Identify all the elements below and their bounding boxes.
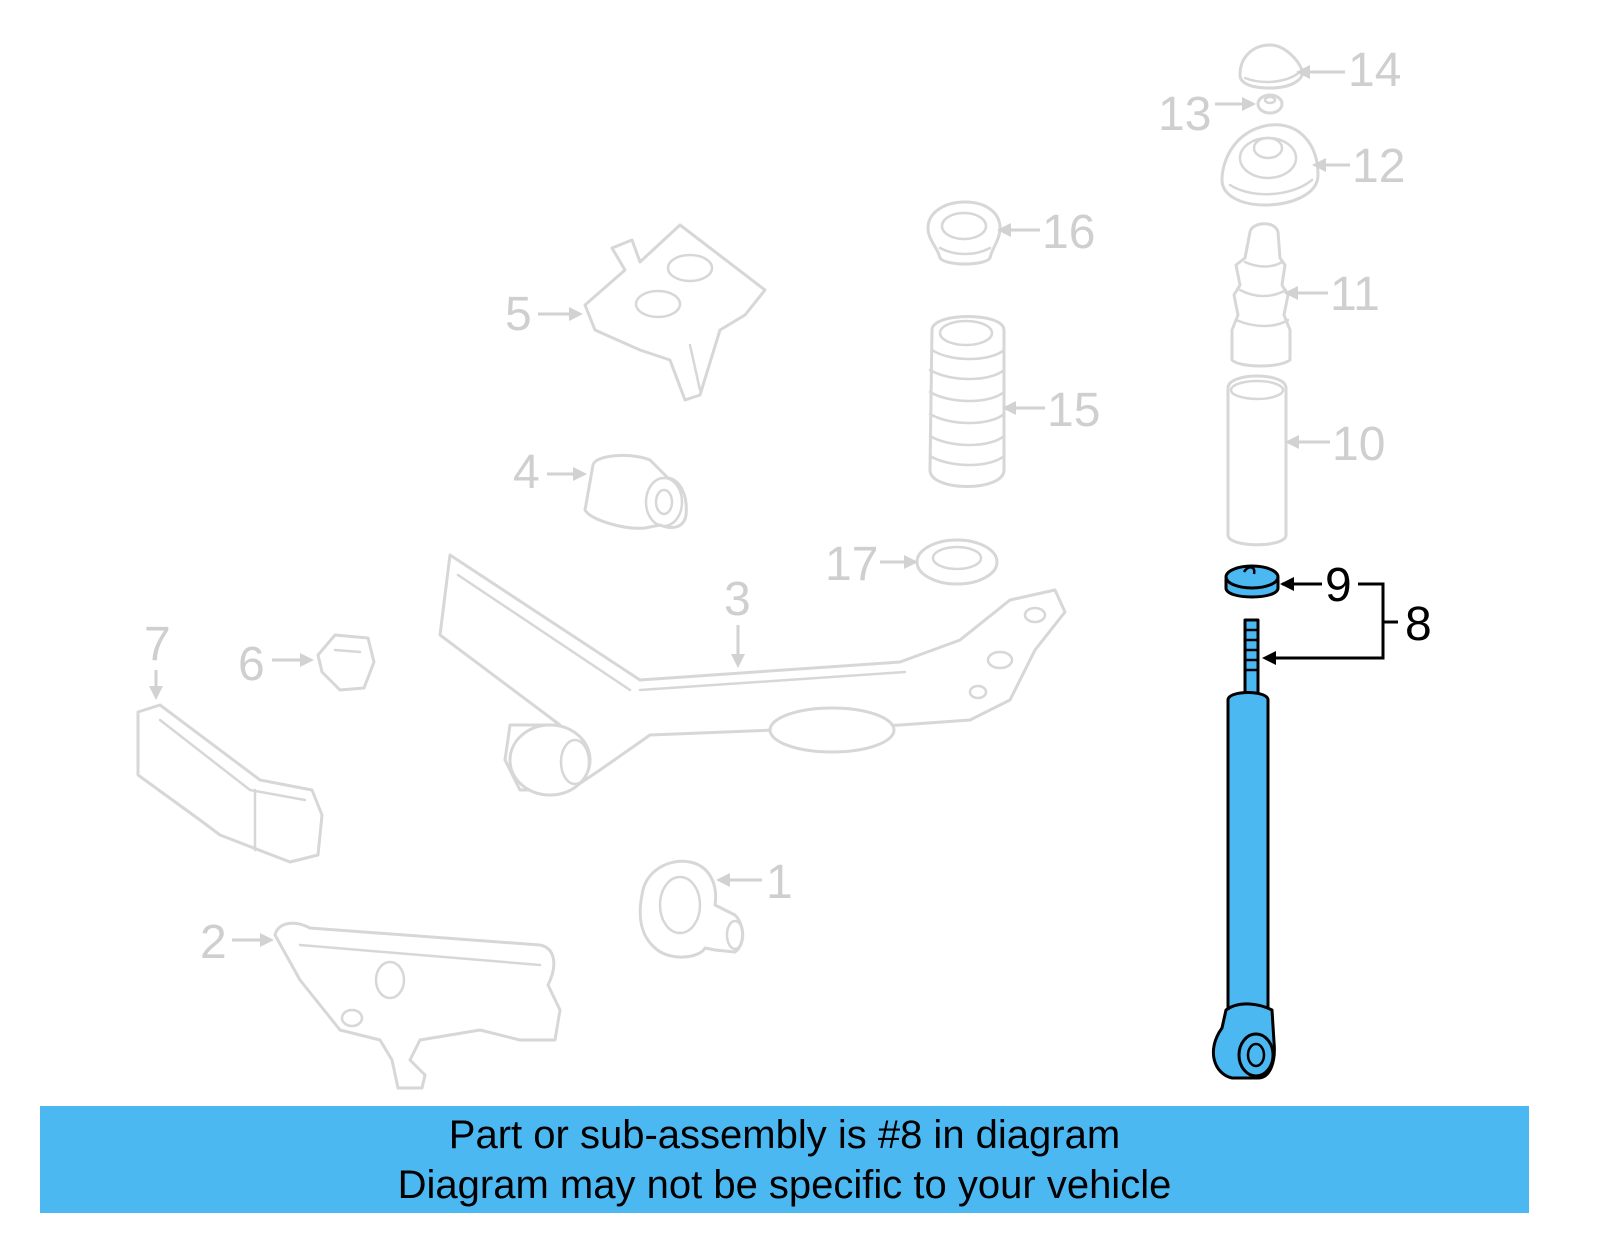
part-17-lower-seat[interactable] [915,538,999,586]
part-7-bracket[interactable] [136,703,324,864]
svg-text:3: 3 [724,573,751,626]
callout-1: 1 [716,856,793,909]
part-3-axle-beam[interactable] [438,553,1067,797]
callout-5: 5 [505,288,583,341]
callout-11: 11 [1284,268,1380,321]
part-16-spring-seat[interactable] [926,200,1002,266]
svg-text:1: 1 [766,856,793,909]
callout-12: 12 [1312,140,1405,193]
part-2-lower-arm[interactable] [273,921,562,1090]
callout-7: 7 [144,618,171,700]
caption-banner: Part or sub-assembly is #8 in diagram Di… [40,1106,1529,1213]
callout-17: 17 [825,538,918,591]
part-14-cap[interactable] [1238,43,1304,90]
svg-text:14: 14 [1348,44,1401,97]
callout-3: 3 [724,573,751,668]
svg-text:15: 15 [1047,384,1100,437]
svg-text:10: 10 [1332,418,1385,471]
part-9-washer[interactable] [1224,564,1280,599]
callout-9: 9 [1280,559,1352,612]
svg-text:8: 8 [1405,598,1432,651]
svg-text:12: 12 [1352,140,1405,193]
svg-text:4: 4 [513,446,540,499]
svg-text:5: 5 [505,288,532,341]
caption-line-1: Part or sub-assembly is #8 in diagram [448,1112,1121,1157]
callout-4: 4 [513,446,587,499]
part-6-clip[interactable] [316,633,376,692]
part-11-bump-stop[interactable] [1230,222,1292,368]
svg-text:9: 9 [1325,559,1352,612]
part-1-stub-axle[interactable] [638,859,745,959]
svg-text:11: 11 [1330,268,1380,321]
svg-text:13: 13 [1158,88,1211,141]
svg-text:7: 7 [144,618,171,671]
part-15-coil-spring[interactable] [928,315,1006,488]
part-13-nut[interactable] [1256,93,1284,115]
part-8-shock-absorber[interactable] [1211,618,1276,1080]
callout-15: 15 [1002,384,1100,437]
callout-10: 10 [1285,418,1385,471]
callout-14: 14 [1296,44,1401,97]
part-4-bushing[interactable] [583,454,688,530]
callout-8: 8 [1262,582,1432,665]
callout-2: 2 [200,916,274,969]
svg-text:16: 16 [1042,206,1095,259]
caption-line-2: Diagram may not be specific to your vehi… [397,1162,1172,1207]
callout-6: 6 [238,638,314,691]
part-5-bracket[interactable] [583,223,767,402]
callout-13: 13 [1158,88,1256,141]
part-10-dust-boot[interactable] [1226,374,1288,547]
svg-text:2: 2 [200,916,227,969]
part-12-strut-mount[interactable] [1220,123,1320,207]
callout-16: 16 [997,206,1095,259]
svg-text:17: 17 [825,538,878,591]
svg-text:6: 6 [238,638,265,691]
